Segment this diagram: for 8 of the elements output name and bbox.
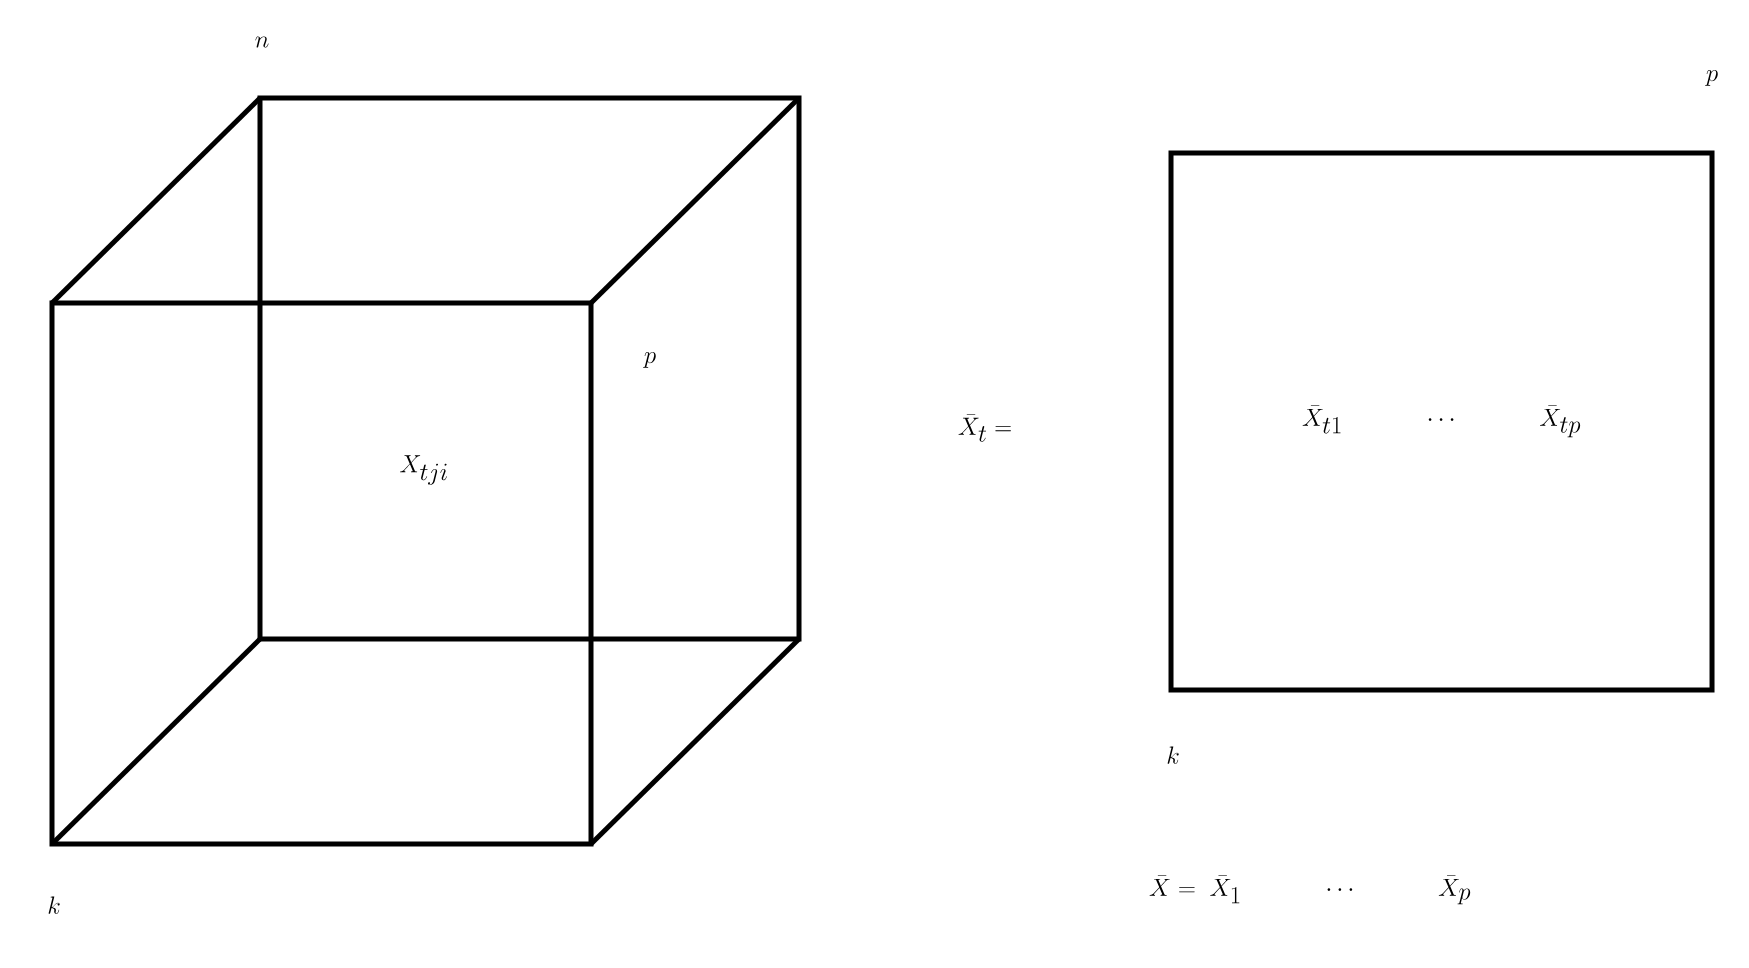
axis-label: $n$: [255, 36, 269, 48]
axis-label: $\bar{X} = \; \bar{X}_1 \quad \cdots \quad \bar{X}_p$: [1149, 875, 1471, 905]
axis-label: $p$: [1705, 70, 1718, 86]
matrix-box: $\bar{X}_{t1} \quad \cdots \quad \bar{X}_{tp}$: [1168, 150, 1715, 693]
axis-label: $k$: [48, 896, 60, 914]
axis-label: $p$: [643, 352, 656, 368]
axis-label: $\bar{X}_t =$: [958, 414, 1011, 442]
axis-label: $k$: [1167, 746, 1179, 764]
